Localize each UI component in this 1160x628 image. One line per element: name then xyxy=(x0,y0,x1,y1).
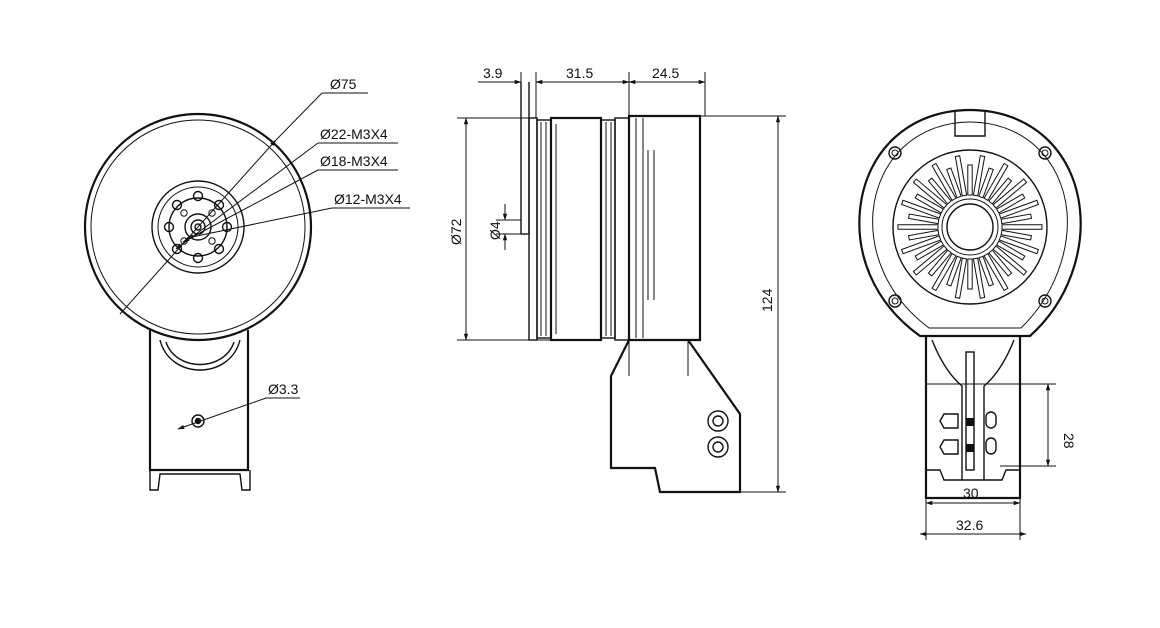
cooling-fin xyxy=(998,235,1040,255)
cooling-fin xyxy=(978,255,994,287)
cooling-fin xyxy=(900,199,942,219)
rear-housing-outline xyxy=(858,108,1082,338)
label-overall-height: 124 xyxy=(759,288,775,312)
cooling-fin xyxy=(914,240,945,261)
label-mount-inner-width: 30 xyxy=(963,485,979,501)
label-shaft-length: 3.9 xyxy=(483,65,503,81)
rear-view: 28 30 32.6 xyxy=(858,108,1082,540)
cooling-fin xyxy=(912,245,948,276)
cooling-fin xyxy=(1001,224,1043,230)
side-view: 3.9 31.5 24.5 Ø72 Ø4 124 xyxy=(448,65,786,494)
cooling-fin xyxy=(954,155,968,197)
side-dimensions xyxy=(457,72,786,493)
label-mount-outer-width: 32.6 xyxy=(956,517,983,533)
front-mount-hole xyxy=(191,414,205,428)
cooling-fin xyxy=(946,167,962,199)
cooling-fin xyxy=(983,162,1009,202)
cooling-fin xyxy=(988,177,1013,205)
cooling-fin xyxy=(931,252,957,292)
label-base-length: 24.5 xyxy=(652,65,679,81)
cooling-fin xyxy=(897,224,939,230)
cooling-fin xyxy=(992,178,1028,209)
label-bolt-circle-18: Ø18-M3X4 xyxy=(320,153,388,169)
side-shaft xyxy=(520,82,530,235)
cooling-fin xyxy=(912,178,948,209)
front-outer-circle xyxy=(83,112,313,342)
label-mount-height: 28 xyxy=(1061,433,1077,449)
label-rotor-length: 31.5 xyxy=(566,65,593,81)
cooling-fin xyxy=(995,240,1026,261)
cooling-fin xyxy=(914,193,945,214)
rear-corner-screws xyxy=(888,146,1052,308)
cooling-fin xyxy=(927,249,952,277)
label-mount-hole: Ø3.3 xyxy=(268,381,299,397)
cooling-fin xyxy=(900,235,942,255)
cooling-fin xyxy=(972,155,986,197)
rear-dimensions xyxy=(919,383,1056,540)
cooling-fin xyxy=(978,167,994,199)
side-mount-bracket xyxy=(609,339,742,494)
cooling-fin xyxy=(1000,229,1033,241)
label-outer-diameter: Ø75 xyxy=(330,76,357,92)
cooling-fin xyxy=(931,162,957,202)
front-view: Ø75 Ø22-M3X4 Ø18-M3X4 Ø12-M3X4 Ø3.3 xyxy=(83,76,410,491)
side-rotor xyxy=(528,116,630,342)
label-bolt-circle-12: Ø12-M3X4 xyxy=(334,191,402,207)
cooling-fin xyxy=(1000,213,1033,225)
cooling-fin xyxy=(983,252,1009,292)
cooling-fin xyxy=(992,245,1028,276)
rear-mount-bracket xyxy=(924,336,1022,500)
cooling-fin xyxy=(988,249,1013,277)
side-base xyxy=(627,114,702,342)
front-leaders xyxy=(119,92,410,430)
cooling-fin xyxy=(967,164,973,196)
label-shaft-diameter: Ø4 xyxy=(487,221,503,240)
cooling-fin xyxy=(946,255,962,287)
cooling-fin xyxy=(907,229,940,241)
cooling-fin xyxy=(954,257,968,299)
cooling-fin xyxy=(927,177,952,205)
label-body-diameter: Ø72 xyxy=(448,218,464,245)
front-mount-bracket xyxy=(148,330,251,491)
cooling-fin xyxy=(967,258,973,290)
cooling-fin xyxy=(995,193,1026,214)
cooling-fin xyxy=(907,213,940,225)
rear-cooling-fins xyxy=(892,149,1048,305)
cooling-fin xyxy=(998,199,1040,219)
cooling-fin xyxy=(972,257,986,299)
label-bolt-circle-22: Ø22-M3X4 xyxy=(320,126,388,142)
